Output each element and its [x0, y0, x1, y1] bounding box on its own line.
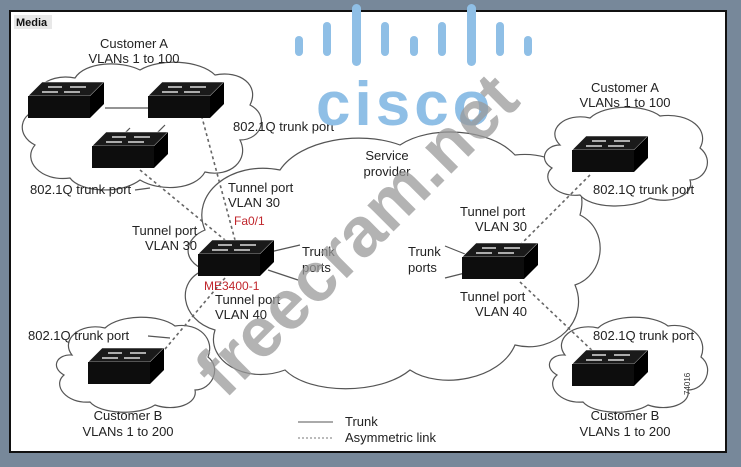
- customer-b-right-title: Customer B: [591, 408, 660, 423]
- trunk-port-label: 802.1Q trunk port: [28, 328, 130, 343]
- asymmetric-link: [519, 281, 601, 359]
- tunnel-vlan-label: VLAN 40: [475, 304, 527, 319]
- cisco-logo-text: cisco: [316, 70, 495, 139]
- trunk-port-label: 802.1Q trunk port: [30, 182, 132, 197]
- service-provider-line2: provider: [364, 164, 412, 179]
- trunk-line: [269, 244, 301, 253]
- customer-a-right-vlans: VLANs 1 to 100: [579, 95, 670, 110]
- asymmetric-link: [139, 169, 226, 241]
- trunk-line: [444, 245, 466, 255]
- customer-b-left-vlans: VLANs 1 to 200: [82, 424, 173, 439]
- cloud-service-provider: [184, 131, 601, 390]
- customer-b-left-title: Customer B: [94, 408, 163, 423]
- media-badge: Media: [16, 17, 48, 29]
- asymmetric-link: [199, 109, 236, 241]
- customer-a-right-title: Customer A: [591, 80, 659, 95]
- switch-provider-right: [461, 242, 539, 280]
- trunk-port-label: 802.1Q trunk port: [233, 119, 335, 134]
- trunk-line: [444, 272, 466, 279]
- switch-customer-b-left: [87, 347, 165, 385]
- trunk-ports-label: ports: [302, 260, 331, 275]
- trunk-line: [267, 269, 299, 281]
- tunnel-vlan-label: VLAN 30: [145, 238, 197, 253]
- interface-label: Fa0/1: [234, 214, 265, 228]
- trunk-port-label: 802.1Q trunk port: [593, 182, 695, 197]
- tunnel-port-label: Tunnel port: [460, 289, 526, 304]
- switch-customer-b-right: [571, 349, 649, 387]
- customer-a-left-title: Customer A: [100, 36, 168, 51]
- leader-line: [134, 187, 151, 191]
- switch-me3400-1: [197, 239, 275, 277]
- tunnel-port-label: Tunnel port: [132, 223, 198, 238]
- legend-trunk-label: Trunk: [345, 414, 378, 429]
- asymmetric-link: [159, 277, 226, 356]
- customer-a-left-vlans: VLANs 1 to 100: [88, 51, 179, 66]
- leader-line: [147, 335, 171, 339]
- legend-asymmetric-label: Asymmetric link: [345, 430, 437, 445]
- tunnel-port-label: Tunnel port: [215, 292, 281, 307]
- trunk-ports-label: Trunk: [408, 244, 441, 259]
- tunnel-port-label: Tunnel port: [460, 204, 526, 219]
- tunnel-vlan-label: VLAN 30: [475, 219, 527, 234]
- trunk-port-label: 802.1Q trunk port: [593, 328, 695, 343]
- switch-customer-a-left-1: [27, 81, 105, 119]
- switch-customer-a-right: [571, 135, 649, 173]
- switch-name-label: ME3400-1: [204, 279, 260, 293]
- switch-customer-a-left-2: [147, 81, 225, 119]
- tunnel-vlan-label: VLAN 40: [215, 307, 267, 322]
- cisco-logo-bars: [295, 4, 532, 66]
- figure-id: 74016: [683, 372, 692, 395]
- trunk-ports-label: ports: [408, 260, 437, 275]
- tunnel-port-label: Tunnel port: [228, 180, 294, 195]
- media-badge-bg: [14, 15, 52, 29]
- switch-customer-a-left-3: [91, 131, 169, 169]
- service-provider-line1: Service: [365, 148, 408, 163]
- trunk-ports-label: Trunk: [302, 244, 335, 259]
- tunnel-vlan-label: VLAN 30: [228, 195, 280, 210]
- asymmetric-link: [519, 174, 591, 246]
- customer-b-right-vlans: VLANs 1 to 200: [579, 424, 670, 439]
